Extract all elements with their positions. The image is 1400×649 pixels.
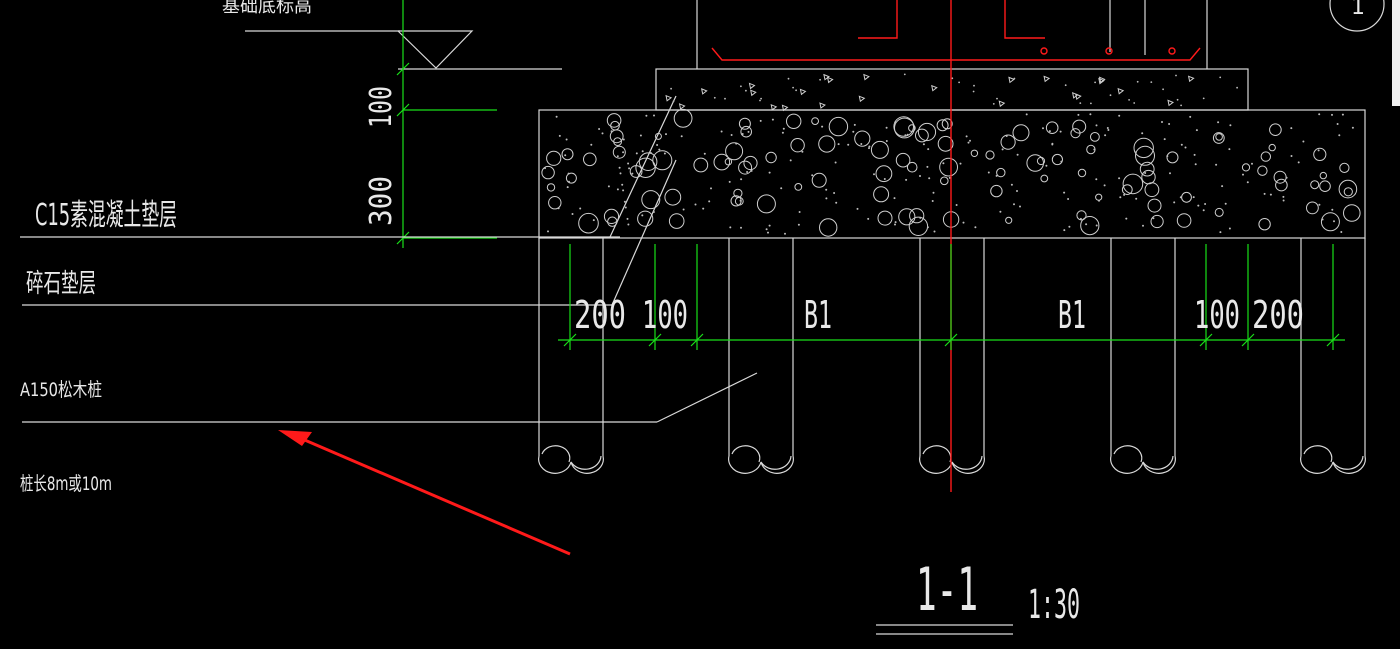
top-cut-label: 基础底标高 (222, 0, 312, 17)
dim-bottom-b1-left: B1 (804, 293, 832, 337)
c15-cushion-label: C15素混凝土垫层 (35, 198, 177, 233)
timber-piles (538, 238, 1366, 474)
gravel-hatch (541, 108, 1361, 237)
dim-bottom-200-left: 200 (574, 293, 626, 337)
detail-circle-icon (1329, 0, 1385, 32)
red-arrow-icon (278, 430, 571, 556)
pile-length-label: 桩长8m或10m (20, 473, 112, 495)
section-title: 1-1 (916, 555, 978, 625)
detail-circle-number: 1 (1351, 0, 1365, 20)
elevation-triangle-icon (397, 30, 562, 70)
pile-label: A150松木桩 (20, 379, 102, 401)
dim-bottom-100-right: 100 (1194, 293, 1240, 337)
column-outline (696, 0, 1208, 69)
rebar-red (711, 0, 1201, 61)
section-scale: 1:30 (1028, 582, 1080, 628)
dim-bottom-200-right: 200 (1252, 293, 1304, 337)
dim-bottom-100-left: 100 (642, 293, 688, 337)
side-panel-edge (1392, 0, 1400, 106)
dim-100-label: 100 (364, 86, 399, 128)
footing-concrete-hatch (665, 73, 1238, 112)
horizontal-dimension (558, 244, 1345, 350)
footing-slab (655, 68, 1249, 111)
dim-300-label: 300 (364, 176, 399, 226)
c15-cushion-layer (538, 109, 1366, 239)
dim-bottom-b1-right: B1 (1058, 293, 1086, 337)
gravel-cushion-label: 碎石垫层 (26, 269, 96, 299)
vertical-dimension (396, 0, 497, 248)
